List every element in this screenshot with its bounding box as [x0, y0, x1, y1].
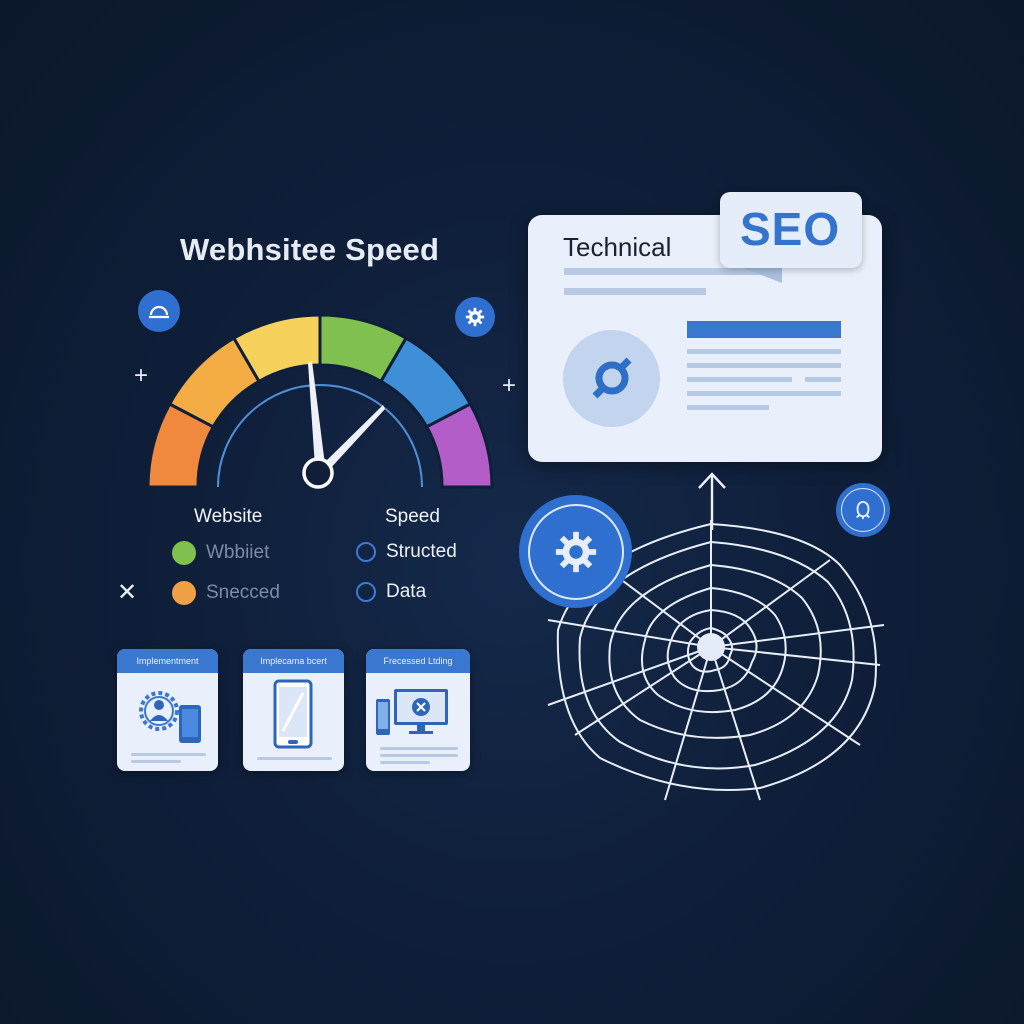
bug-button[interactable]	[836, 483, 890, 537]
seo-badge-text: SEO	[740, 203, 841, 255]
icon-circle	[563, 330, 660, 427]
text-line	[380, 747, 458, 750]
radio-ring-icon[interactable]	[356, 542, 376, 562]
plus-icon: +	[134, 362, 149, 389]
plus-icon: +	[502, 372, 517, 399]
card-implementation[interactable]: Implementment	[117, 649, 218, 771]
gauge-icon	[149, 305, 169, 319]
legend-item: Snecced	[172, 581, 280, 605]
text-line	[131, 760, 181, 763]
link-node-icon	[592, 357, 632, 399]
gear-icon	[555, 531, 596, 572]
bug-icon	[856, 500, 870, 520]
text-line	[257, 757, 332, 760]
text-line	[687, 349, 841, 354]
legend-label: Data	[386, 581, 427, 602]
legend-header-website: Website	[194, 506, 263, 527]
card-header: Implementment	[117, 649, 218, 673]
legend-label: Snecced	[206, 582, 280, 603]
tab-pointer	[730, 263, 782, 283]
legend-label: Structed	[386, 541, 457, 562]
orange-dot-icon	[172, 581, 196, 605]
legend-header-speed: Speed	[385, 506, 440, 527]
text-line	[687, 405, 769, 410]
seo-badge: SEO	[720, 192, 862, 268]
legend-item[interactable]: Data	[356, 581, 426, 603]
settings-button[interactable]	[455, 297, 495, 337]
text-line	[805, 377, 841, 382]
gauge-button[interactable]	[138, 290, 180, 332]
speed-title: Webhsitee Speed	[180, 232, 440, 267]
text-line	[131, 753, 206, 756]
legend-item: Wbbiiet	[172, 541, 269, 565]
text-line	[687, 377, 792, 382]
card-header: Implecama bcert	[243, 649, 344, 673]
text-line	[380, 754, 458, 757]
smartphone-icon	[273, 679, 313, 749]
radio-ring-icon[interactable]	[356, 582, 376, 602]
gear-icon	[465, 307, 485, 327]
text-line	[564, 288, 706, 295]
user-gear-phone-icon	[139, 691, 201, 743]
card-processing[interactable]: Frecessed Ltding	[366, 649, 470, 771]
green-dot-icon	[172, 541, 196, 565]
card-header: Frecessed Ltding	[366, 649, 470, 673]
legend-item[interactable]: Structed	[356, 541, 457, 563]
card-mobile[interactable]: Implecama bcert	[243, 649, 344, 771]
panel-heading: Technical	[563, 232, 672, 262]
crawler-settings-button[interactable]	[519, 495, 632, 608]
text-line	[687, 363, 841, 368]
desktop-phone-icon	[376, 689, 448, 735]
legend-label: Wbbiiet	[206, 542, 270, 563]
text-line	[687, 391, 841, 396]
title-bar	[687, 321, 841, 338]
technical-seo-panel: Technical	[528, 215, 882, 462]
close-icon[interactable]: ✕	[117, 579, 138, 606]
text-line	[564, 268, 782, 275]
speed-gauge	[146, 313, 494, 489]
text-line	[380, 761, 430, 764]
